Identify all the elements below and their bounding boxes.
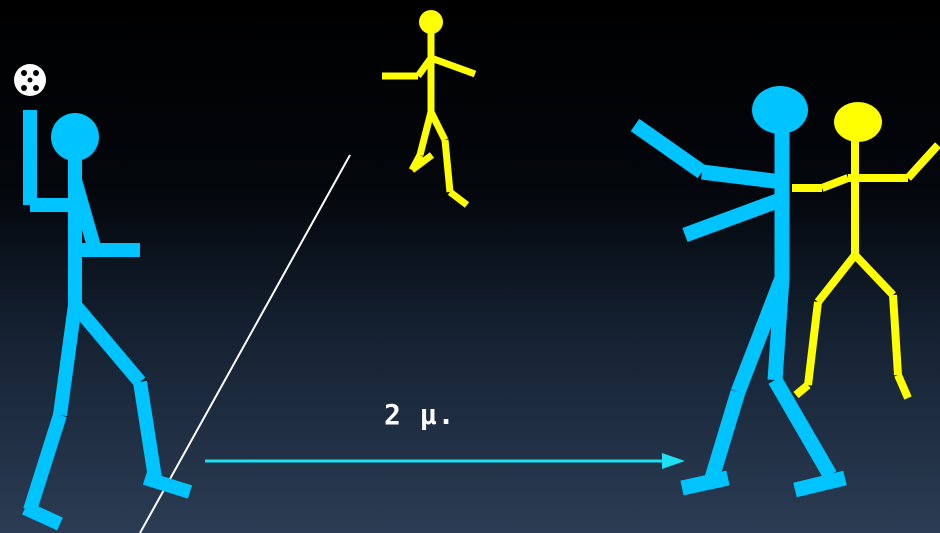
right-player-back <box>792 102 940 400</box>
volleyball-icon <box>14 64 46 96</box>
right-player-front <box>630 86 847 498</box>
left-player <box>22 110 193 531</box>
jumping-player <box>382 10 477 208</box>
distance-label: 2 μ. <box>384 398 456 431</box>
boundary-line <box>139 154 351 533</box>
right-arrow-icon <box>205 453 685 469</box>
